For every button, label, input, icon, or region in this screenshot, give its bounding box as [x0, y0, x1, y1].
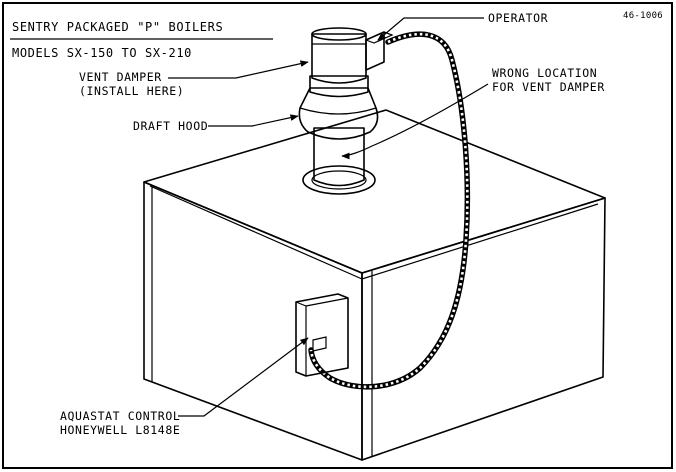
title-line-2: MODELS SX-150 TO SX-210: [12, 46, 192, 60]
svg-text:FOR VENT DAMPER: FOR VENT DAMPER: [492, 80, 605, 94]
flexible-conduit: [308, 31, 471, 390]
aquastat-control-box: [295, 293, 349, 377]
label-operator: OPERATOR: [377, 11, 548, 41]
title-block: SENTRY PACKAGED "P" BOILERS MODELS SX-15…: [10, 20, 273, 60]
svg-text:DRAFT HOOD: DRAFT HOOD: [133, 119, 208, 133]
svg-text:VENT DAMPER: VENT DAMPER: [79, 70, 162, 84]
flue-collar: [302, 165, 376, 195]
svg-text:HONEYWELL L8148E: HONEYWELL L8148E: [60, 423, 180, 437]
label-vent-damper: VENT DAMPER (INSTALL HERE): [79, 60, 309, 98]
label-draft-hood: DRAFT HOOD: [133, 114, 299, 133]
boiler-cabinet: [143, 109, 606, 461]
title-line-1: SENTRY PACKAGED "P" BOILERS: [12, 20, 223, 34]
drawing-number: 46-1006: [623, 11, 663, 21]
label-wrong-location: WRONG LOCATION FOR VENT DAMPER: [341, 66, 605, 160]
svg-text:WRONG LOCATION: WRONG LOCATION: [492, 66, 597, 80]
vent-assembly: [298, 27, 394, 187]
svg-text:AQUASTAT CONTROL: AQUASTAT CONTROL: [60, 409, 180, 423]
svg-text:OPERATOR: OPERATOR: [488, 11, 548, 25]
svg-text:(INSTALL HERE): (INSTALL HERE): [79, 84, 184, 98]
label-aquastat: AQUASTAT CONTROL HONEYWELL L8148E: [60, 337, 309, 437]
